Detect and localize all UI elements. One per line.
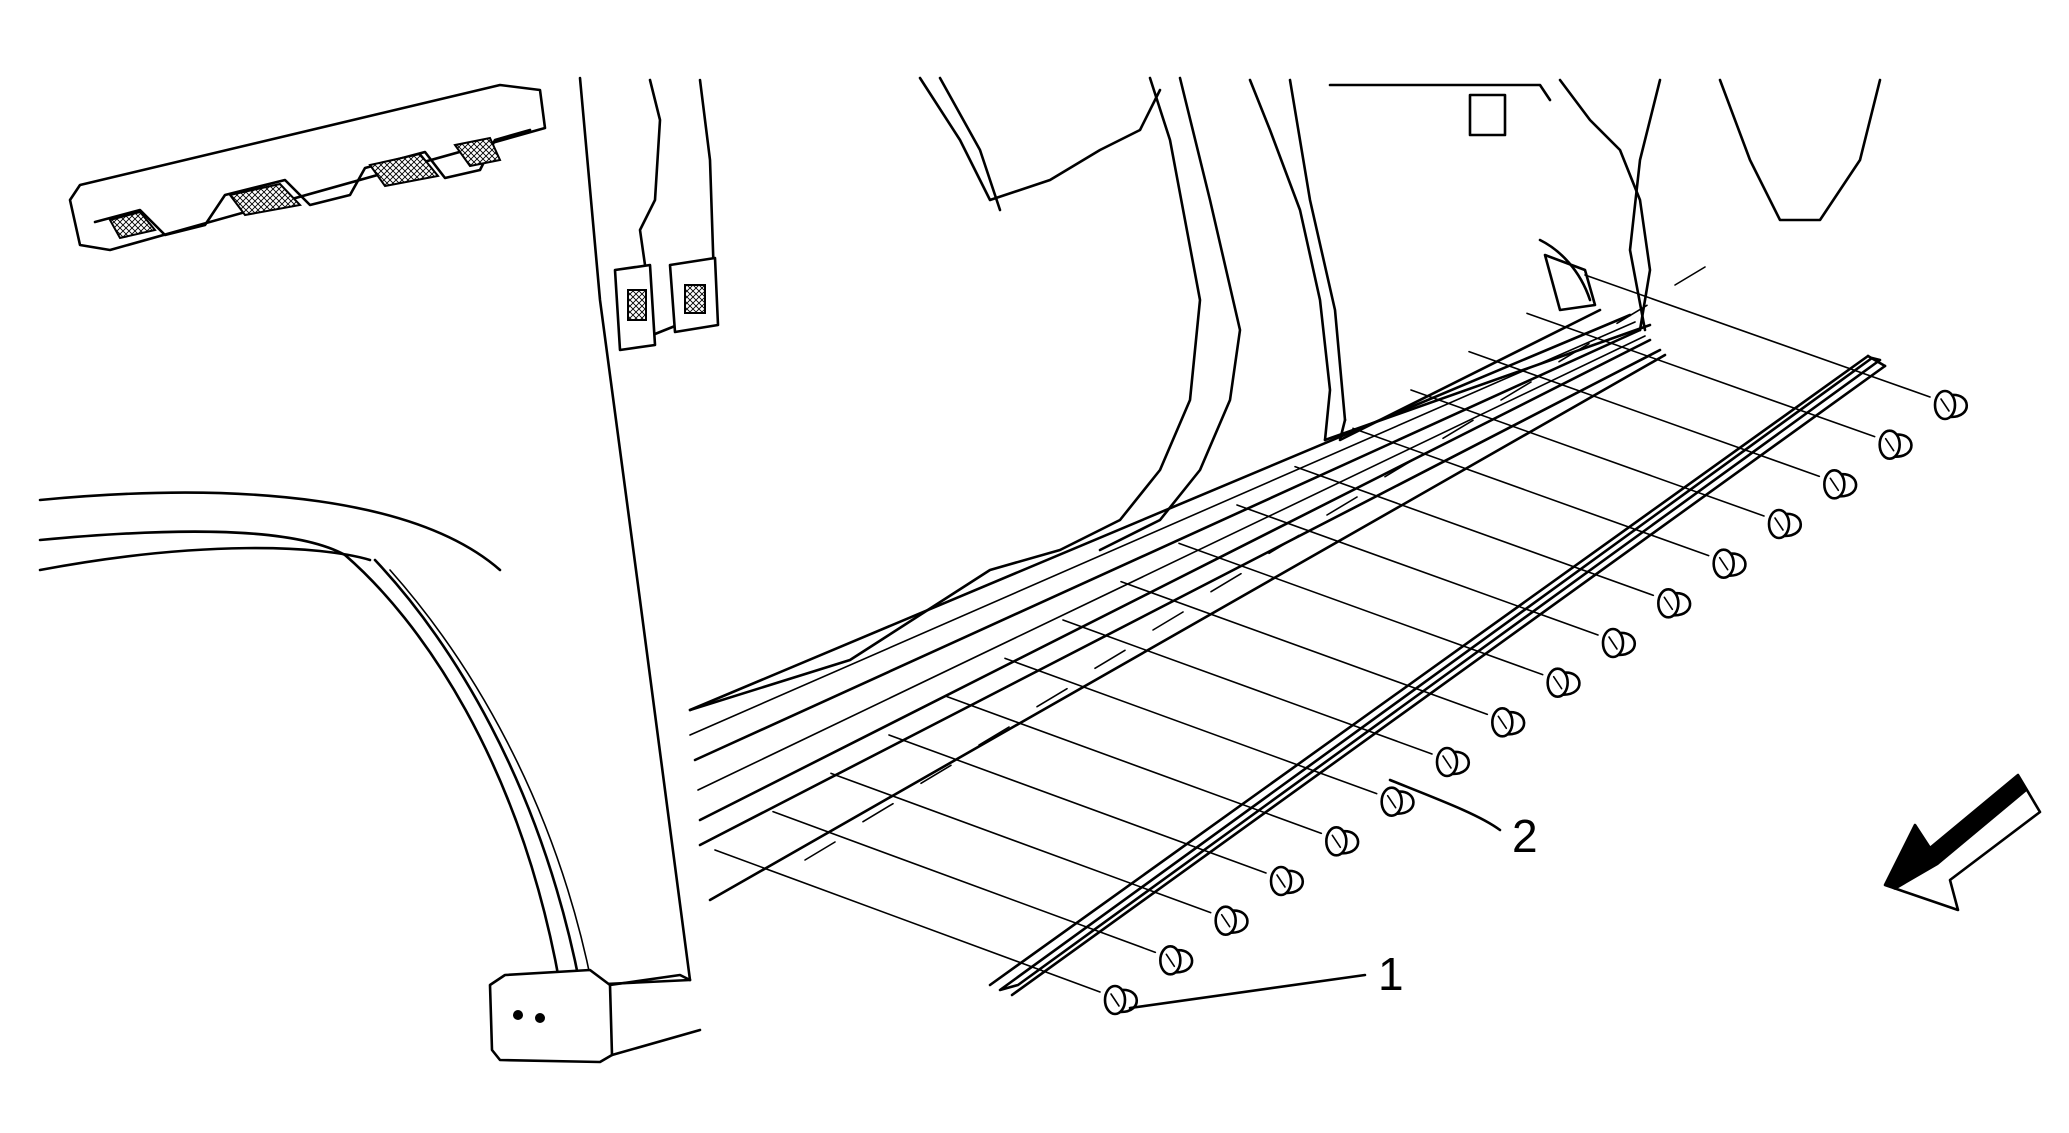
retainer-guide-line [714,849,1101,993]
sill-tick-mark [804,841,836,861]
sill-tick-mark [1152,611,1184,631]
push-pin-retainer-icon [1269,865,1304,897]
forward-arrow-icon [1883,773,2042,912]
push-pin-retainer-icon [1767,508,1802,540]
push-pin-retainer-icon [1712,548,1747,579]
retainer-guide-line [888,734,1267,874]
sill-tick-mark [1036,687,1068,708]
callout-label-1: 1 [1378,948,1404,1000]
push-pin-retainer-icon [1601,627,1636,659]
push-pin-retainer-icon [1159,945,1194,976]
retainer-guide-line [946,695,1323,835]
sill-tick-mark [1442,419,1474,440]
sill-tick-mark [1210,572,1242,593]
retainer-guide-line [1062,619,1433,755]
sill-tick-mark [1616,304,1648,325]
rocker-end-cap [488,968,702,1064]
retainer-guide-lines [714,266,1931,993]
push-pin-retainer-icon [1546,667,1581,698]
push-pin-retainer-icon [1325,826,1360,857]
push-pin-retainer-icon [1491,707,1526,738]
retainer-guide-line [1236,504,1599,636]
sill-tick-mark [862,802,894,823]
retainer-guide-line [1120,580,1489,716]
sill-tick-mark [1268,534,1300,555]
push-pin-retainer-icon [1933,389,1968,421]
push-pin-retainer-icon [1878,429,1913,460]
retainer-guide-line [1468,350,1821,478]
retainer-group [1103,389,1968,1016]
callout-leaders [1128,778,1502,1010]
sill-tick-mark [1326,496,1358,516]
retainer-guide-line [1178,542,1544,676]
sill-tick-mark [920,764,952,785]
push-pin-retainer-icon [1435,746,1470,778]
push-pin-retainer-icon [1823,469,1858,500]
retainer-guide-line [830,772,1212,914]
retainer-guide-line [1004,657,1378,795]
retainer-guide-line [772,810,1157,954]
retainer-guide-line [1294,465,1655,597]
sill-tick-mark [1558,342,1590,363]
push-pin-retainer-icon [1214,905,1249,936]
push-pin-retainer-icon [1103,984,1138,1016]
sill-tick-mark [1384,457,1416,478]
push-pin-retainer-icon [1380,786,1415,817]
door-openings [613,76,1882,712]
retainer-guide-line [1526,312,1876,438]
roof-rail-step [68,83,547,252]
retainer-guide-line [1410,389,1765,517]
callout-label-2: 2 [1512,810,1538,862]
body-side-panel [38,76,692,987]
sill-tick-mark [978,726,1010,746]
retainer-guide-line [1352,427,1710,557]
retainer-guide-line [1584,274,1931,398]
sill-tick-mark [1674,266,1706,286]
sill-tick-mark [1094,649,1126,670]
rocker-sill [688,313,1667,902]
push-pin-retainer-icon [1657,588,1692,619]
sill-tick-mark [1500,381,1532,401]
